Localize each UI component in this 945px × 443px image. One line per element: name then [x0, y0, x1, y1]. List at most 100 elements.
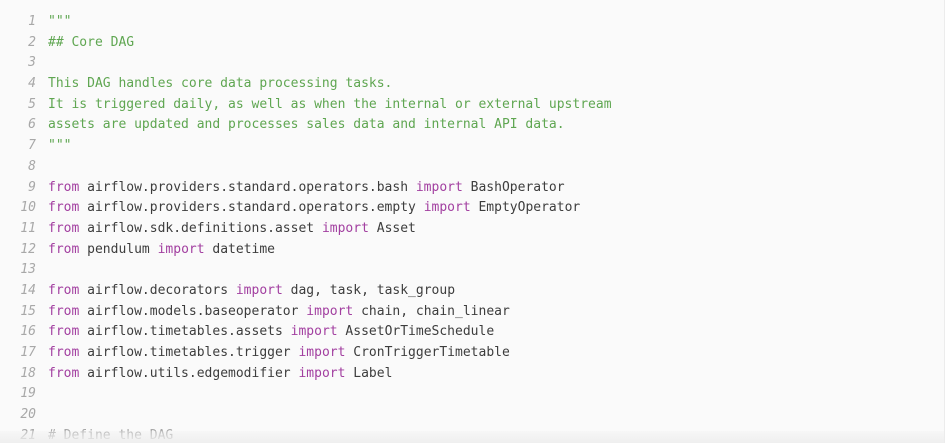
- keyword-token: from: [48, 282, 80, 298]
- code-line[interactable]: 13: [0, 260, 944, 281]
- keyword-token: from: [48, 200, 80, 216]
- line-content: """: [48, 12, 71, 33]
- code-token: pendulum: [79, 241, 158, 257]
- keyword-token: import: [298, 345, 346, 360]
- keyword-token: import: [321, 220, 369, 236]
- code-token: Asset: [368, 220, 416, 236]
- keyword-token: from: [48, 241, 80, 257]
- keyword-token: import: [157, 241, 205, 257]
- code-token: AssetOrTimeSchedule: [337, 324, 495, 340]
- code-line[interactable]: 7 """: [0, 136, 944, 157]
- keyword-token: from: [48, 365, 80, 381]
- line-number: 7: [28, 138, 36, 154]
- line-number: 13: [20, 262, 36, 278]
- code-line[interactable]: 4 This DAG handles core data processing t…: [0, 74, 944, 95]
- docstring-token: """: [48, 138, 72, 154]
- line-content: It is triggered daily, as well as when t…: [48, 95, 612, 116]
- code-token: airflow.timetables.assets: [79, 324, 291, 340]
- line-number: 19: [20, 386, 36, 402]
- code-line[interactable]: 12 from pendulum import datetime: [0, 240, 944, 261]
- line-number: 9: [28, 179, 36, 195]
- line-content: This DAG handles core data processing ta…: [48, 74, 392, 95]
- line-number: 11: [20, 220, 36, 236]
- code-token: EmptyOperator: [470, 200, 581, 216]
- code-lines: 1 """ 2 ## Core DAG 3 4 This DAG handles core …: [0, 12, 944, 443]
- line-content: from airflow.models.baseoperator import …: [48, 302, 510, 323]
- line-number: 3: [28, 55, 36, 71]
- code-line[interactable]: 2 ## Core DAG: [0, 33, 944, 54]
- code-token: Label: [345, 365, 393, 381]
- line-number: 6: [28, 117, 36, 133]
- code-line[interactable]: 10 from airflow.providers.standard.operat…: [0, 198, 944, 219]
- code-token: airflow.providers.standard.operators.bas…: [79, 179, 416, 195]
- line-number: 15: [20, 303, 36, 319]
- keyword-token: import: [290, 324, 338, 340]
- code-token: airflow.providers.standard.operators.emp…: [79, 200, 424, 216]
- docstring-token: It is triggered daily, as well as when t…: [48, 96, 612, 112]
- keyword-token: from: [48, 179, 80, 195]
- line-content: from airflow.utils.edgemodifier import L…: [48, 364, 392, 385]
- code-line[interactable]: 6 assets are updated and processes sales …: [0, 115, 944, 136]
- code-token: BashOperator: [462, 179, 565, 195]
- code-line[interactable]: 1 """: [0, 12, 944, 33]
- code-token: airflow.utils.edgemodifier: [79, 365, 299, 381]
- docstring-token: ## Core DAG: [48, 34, 135, 50]
- code-line[interactable]: 16 from airflow.timetables.assets import …: [0, 322, 944, 343]
- code-token: CronTriggerTimetable: [345, 345, 510, 360]
- line-content: """: [48, 136, 71, 157]
- code-line[interactable]: 8: [0, 157, 944, 178]
- keyword-token: import: [415, 179, 463, 195]
- code-line[interactable]: 15 from airflow.models.baseoperator impor…: [0, 302, 944, 323]
- code-line[interactable]: 17 from airflow.timetables.trigger import…: [0, 343, 944, 364]
- code-line[interactable]: 19: [0, 384, 944, 405]
- code-line[interactable]: 14 from airflow.decorators import dag, ta…: [0, 281, 944, 302]
- keyword-token: from: [48, 324, 80, 340]
- line-number: 16: [20, 324, 36, 340]
- docstring-token: assets are updated and processes sales d…: [48, 117, 565, 133]
- code-line[interactable]: 20: [0, 405, 944, 426]
- line-number: 10: [20, 200, 36, 216]
- keyword-token: import: [423, 200, 471, 216]
- line-content: from airflow.providers.standard.operator…: [48, 198, 580, 219]
- docstring-token: """: [48, 14, 72, 29]
- code-token: dag, task, task_group: [282, 282, 456, 298]
- bottom-fade: [0, 431, 944, 443]
- code-token: airflow.models.baseoperator: [79, 303, 307, 319]
- line-content: from airflow.timetables.trigger import C…: [48, 343, 510, 364]
- keyword-token: import: [235, 282, 283, 298]
- code-line[interactable]: 18 from airflow.utils.edgemodifier import…: [0, 364, 944, 385]
- line-number: 1: [28, 14, 36, 29]
- keyword-token: from: [48, 303, 80, 319]
- code-token: chain, chain_linear: [353, 303, 510, 319]
- line-number: 8: [28, 158, 36, 174]
- line-content: from airflow.sdk.definitions.asset impor…: [48, 219, 416, 240]
- line-content: from airflow.timetables.assets import As…: [48, 322, 494, 343]
- line-number: 20: [20, 407, 36, 423]
- code-token: airflow.decorators: [79, 282, 236, 298]
- line-content: from airflow.decorators import dag, task…: [48, 281, 455, 302]
- docstring-token: This DAG handles core data processing ta…: [48, 76, 393, 92]
- code-line[interactable]: 9 from airflow.providers.standard.operato…: [0, 178, 944, 199]
- code-line[interactable]: 5 It is triggered daily, as well as when …: [0, 95, 944, 116]
- line-number: 14: [20, 282, 36, 298]
- line-content: ## Core DAG: [48, 33, 134, 54]
- line-content: from airflow.providers.standard.operator…: [48, 178, 565, 199]
- keyword-token: from: [48, 220, 80, 236]
- line-number: 4: [28, 76, 36, 92]
- line-content: from pendulum import datetime: [48, 240, 275, 261]
- code-token: datetime: [204, 241, 276, 257]
- keyword-token: from: [48, 345, 80, 360]
- code-token: airflow.timetables.trigger: [79, 345, 299, 360]
- code-line[interactable]: 11 from airflow.sdk.definitions.asset imp…: [0, 219, 944, 240]
- line-content: assets are updated and processes sales d…: [48, 115, 565, 136]
- line-number: 17: [20, 345, 36, 360]
- code-line[interactable]: 3: [0, 53, 944, 74]
- line-number: 2: [28, 34, 36, 50]
- keyword-token: import: [298, 365, 346, 381]
- keyword-token: import: [306, 303, 354, 319]
- line-number: 5: [28, 96, 36, 112]
- line-number: 18: [20, 365, 36, 381]
- code-token: airflow.sdk.definitions.asset: [79, 220, 322, 236]
- line-number: 12: [20, 241, 36, 257]
